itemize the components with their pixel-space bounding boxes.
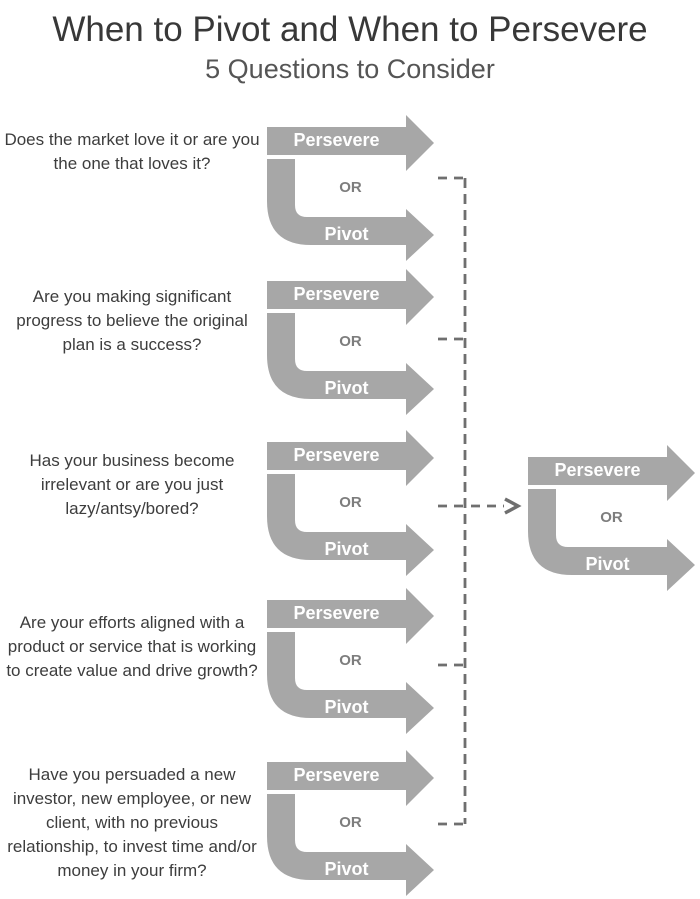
persevere-arrow-icon [267, 588, 434, 644]
dashed-connector-icon [438, 176, 522, 826]
persevere-label: Persevere [293, 130, 380, 150]
pivot-label: Pivot [324, 378, 369, 398]
persevere-label: Persevere [293, 445, 380, 465]
page-subtitle: 5 Questions to Consider [205, 54, 495, 84]
persevere-label: Persevere [293, 765, 380, 785]
persevere-arrow-icon [267, 430, 434, 486]
persevere-arrow-icon [267, 115, 434, 171]
pivot-arrow-icon [267, 794, 434, 896]
or-label: OR [339, 494, 362, 511]
pivot-label: Pivot [324, 539, 369, 559]
arrow-group-2: Persevere OR Pivot [267, 267, 435, 417]
pivot-label: Pivot [324, 859, 369, 879]
page-title: When to Pivot and When to Persevere [52, 10, 648, 49]
question-text-5: Have you persuaded a new investor, new e… [7, 765, 257, 880]
question-text-3: Has your business become irrelevant or a… [29, 451, 235, 518]
question-text-1: Does the market love it or are you the o… [4, 130, 260, 173]
arrow-group-4: Persevere OR Pivot [267, 586, 435, 736]
persevere-arrow-icon [528, 445, 695, 501]
or-label: OR [339, 814, 362, 831]
pivot-label: Pivot [324, 697, 369, 717]
pivot-arrow-icon [528, 489, 695, 591]
or-label: OR [339, 652, 362, 669]
pivot-arrow-icon [267, 632, 434, 734]
persevere-pivot-arrows-icon [267, 430, 434, 576]
persevere-label: Persevere [554, 460, 641, 480]
pivot-arrow-icon [267, 474, 434, 576]
persevere-pivot-arrows-icon [267, 269, 434, 415]
header: When to Pivot and When to Persevere 5 Qu… [0, 0, 700, 85]
pivot-arrow-icon [267, 159, 434, 261]
or-label: OR [600, 509, 623, 526]
persevere-pivot-arrows-icon [267, 588, 434, 734]
question-text-4: Are your efforts aligned with a product … [6, 613, 258, 680]
arrow-group-summary: Persevere OR Pivot [528, 443, 696, 593]
persevere-arrow-icon [267, 269, 434, 325]
pivot-label: Pivot [324, 224, 369, 244]
persevere-label: Persevere [293, 603, 380, 623]
persevere-label: Persevere [293, 284, 380, 304]
or-label: OR [339, 333, 362, 350]
persevere-pivot-arrows-icon [528, 445, 695, 591]
arrow-group-3: Persevere OR Pivot [267, 428, 435, 578]
pivot-label: Pivot [585, 554, 630, 574]
or-label: OR [339, 179, 362, 196]
arrow-group-1: Persevere OR Pivot [267, 113, 435, 263]
pivot-arrow-icon [267, 313, 434, 415]
persevere-pivot-arrows-icon [267, 115, 434, 261]
persevere-arrow-icon [267, 750, 434, 806]
persevere-pivot-arrows-icon [267, 750, 434, 896]
arrow-group-5: Persevere OR Pivot [267, 748, 435, 898]
question-text-2: Are you making significant progress to b… [16, 287, 248, 354]
arrowhead-chevron-icon [504, 497, 522, 515]
